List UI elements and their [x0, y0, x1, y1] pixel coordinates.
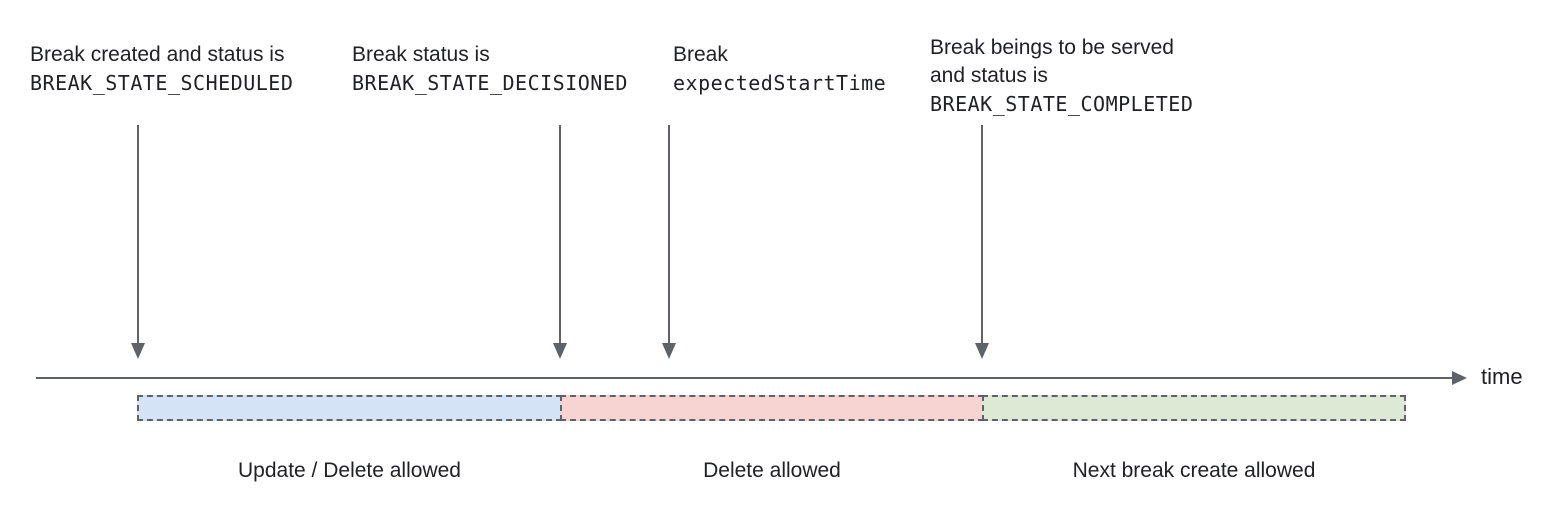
timeline-arrowhead-icon	[1452, 371, 1467, 385]
annotation-text: Break beings to be served	[930, 36, 1174, 59]
arrowhead-icon	[662, 343, 676, 359]
segment-label: Update / Delete allowed	[238, 459, 461, 482]
timeline-axis	[36, 377, 1453, 379]
annotation-state-code: BREAK_STATE_SCHEDULED	[30, 71, 294, 95]
arrowhead-icon	[131, 343, 145, 359]
annotation-text: Break created and status is	[30, 43, 285, 66]
arrow-down-icon	[662, 125, 676, 359]
annotation-break-scheduled: Break created and status is BREAK_STATE_…	[30, 41, 293, 97]
timeline-axis-label: time	[1481, 364, 1523, 389]
arrow-down-icon	[975, 125, 989, 359]
arrow-down-icon	[553, 125, 567, 359]
arrow-down-icon	[131, 125, 145, 359]
arrowhead-icon	[975, 343, 989, 359]
arrow-shaft	[137, 125, 139, 345]
annotation-state-code: BREAK_STATE_DECISIONED	[352, 71, 628, 95]
arrow-shaft	[981, 125, 983, 345]
arrow-shaft	[668, 125, 670, 345]
arrowhead-icon	[553, 343, 567, 359]
annotation-text: and status is	[930, 64, 1048, 87]
arrow-shaft	[559, 125, 561, 345]
segment-update-delete-allowed	[137, 395, 562, 421]
annotation-break-completed: Break beings to be served and status is …	[930, 34, 1193, 118]
annotation-state-code: BREAK_STATE_COMPLETED	[930, 92, 1194, 116]
annotation-text: Break status is	[352, 43, 490, 66]
annotation-code: expectedStartTime	[673, 71, 887, 95]
segment-label: Next break create allowed	[1072, 459, 1316, 482]
annotation-break-decisioned: Break status is BREAK_STATE_DECISIONED	[352, 41, 628, 97]
annotation-expected-start-time: Break expectedStartTime	[673, 41, 886, 97]
segment-next-break-create-allowed	[982, 395, 1406, 421]
annotation-text: Break	[673, 43, 728, 66]
segment-label: Delete allowed	[703, 459, 841, 482]
segment-delete-allowed	[560, 395, 984, 421]
